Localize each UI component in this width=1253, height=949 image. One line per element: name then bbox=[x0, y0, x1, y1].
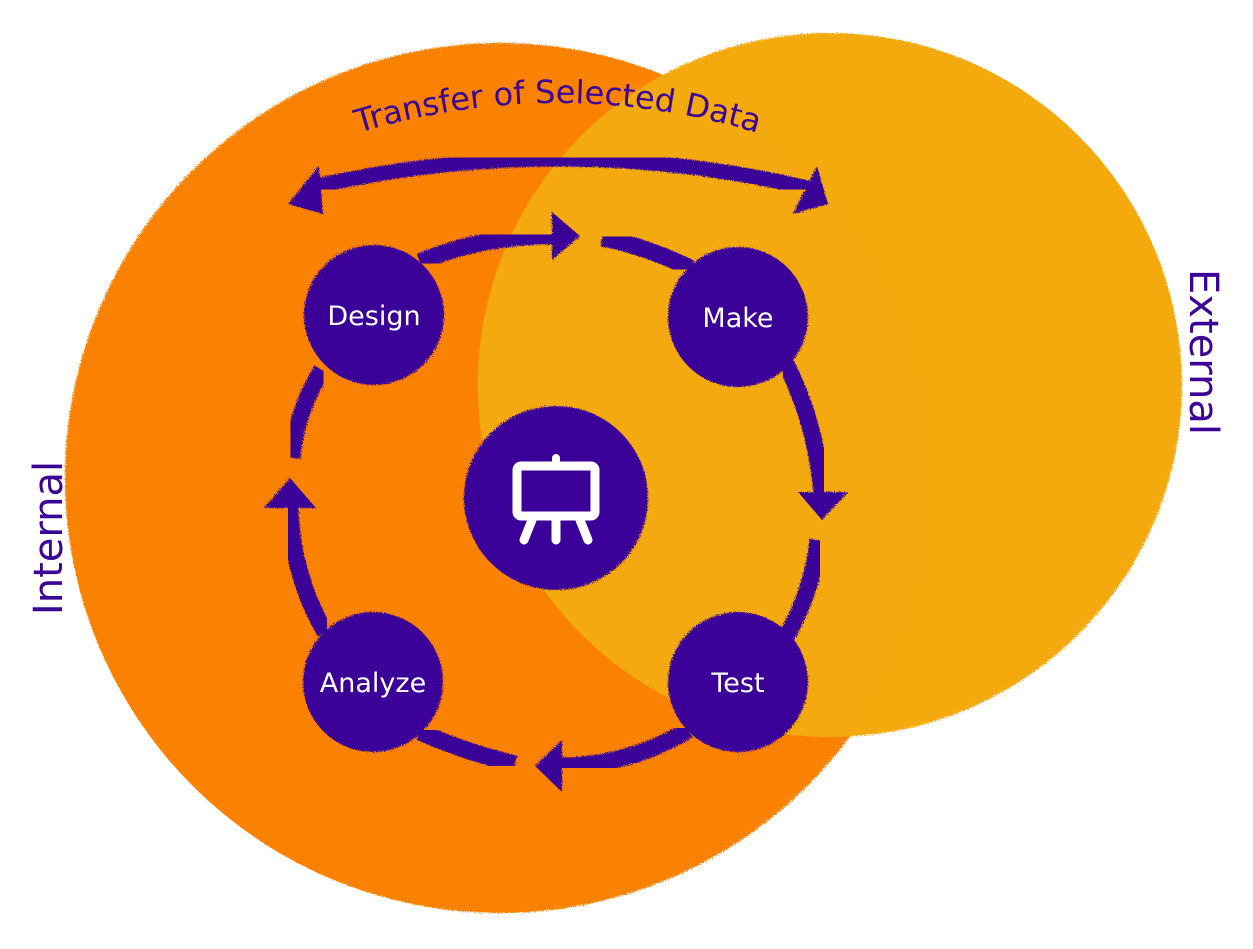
presentation-easel-icon bbox=[512, 454, 600, 545]
arrow-make-to-test bbox=[777, 358, 831, 493]
node-make-circle bbox=[668, 247, 808, 387]
node-make: Make bbox=[668, 247, 808, 387]
arrow-segment-analyze-in bbox=[416, 724, 517, 773]
node-test-label: Test bbox=[710, 668, 764, 699]
node-design-label: Design bbox=[327, 301, 420, 332]
node-design: Design bbox=[304, 245, 444, 385]
node-analyze-label: Analyze bbox=[320, 668, 426, 699]
node-make-label: Make bbox=[702, 303, 773, 334]
external-label: External bbox=[1180, 269, 1226, 435]
center-node-circle bbox=[464, 406, 648, 590]
arrowhead-test-to-analyze bbox=[535, 740, 562, 792]
arrowhead-design-to-make bbox=[552, 212, 580, 260]
arrowhead-analyze-to-design bbox=[264, 478, 316, 508]
arrowhead-make-to-test bbox=[798, 492, 848, 520]
arrow-segment-make-in bbox=[600, 229, 694, 276]
arrow-segment-design-in bbox=[283, 365, 330, 459]
node-analyze: Analyze bbox=[303, 612, 443, 752]
arrow-analyze-to-design bbox=[281, 507, 333, 637]
arrow-segment-test-in bbox=[775, 539, 827, 647]
transfer-arrowhead-right bbox=[793, 166, 828, 214]
node-design-circle bbox=[304, 245, 444, 385]
arrow-design-to-make bbox=[416, 227, 553, 270]
node-test-circle bbox=[668, 612, 808, 752]
internal-label: Internal bbox=[26, 461, 72, 615]
transfer-arrowhead-left bbox=[288, 166, 323, 214]
center-node bbox=[464, 406, 648, 590]
node-test: Test bbox=[668, 612, 808, 752]
node-analyze-circle bbox=[303, 612, 443, 752]
arrow-test-to-analyze bbox=[561, 722, 693, 775]
transfer-double-arrow bbox=[306, 151, 810, 196]
